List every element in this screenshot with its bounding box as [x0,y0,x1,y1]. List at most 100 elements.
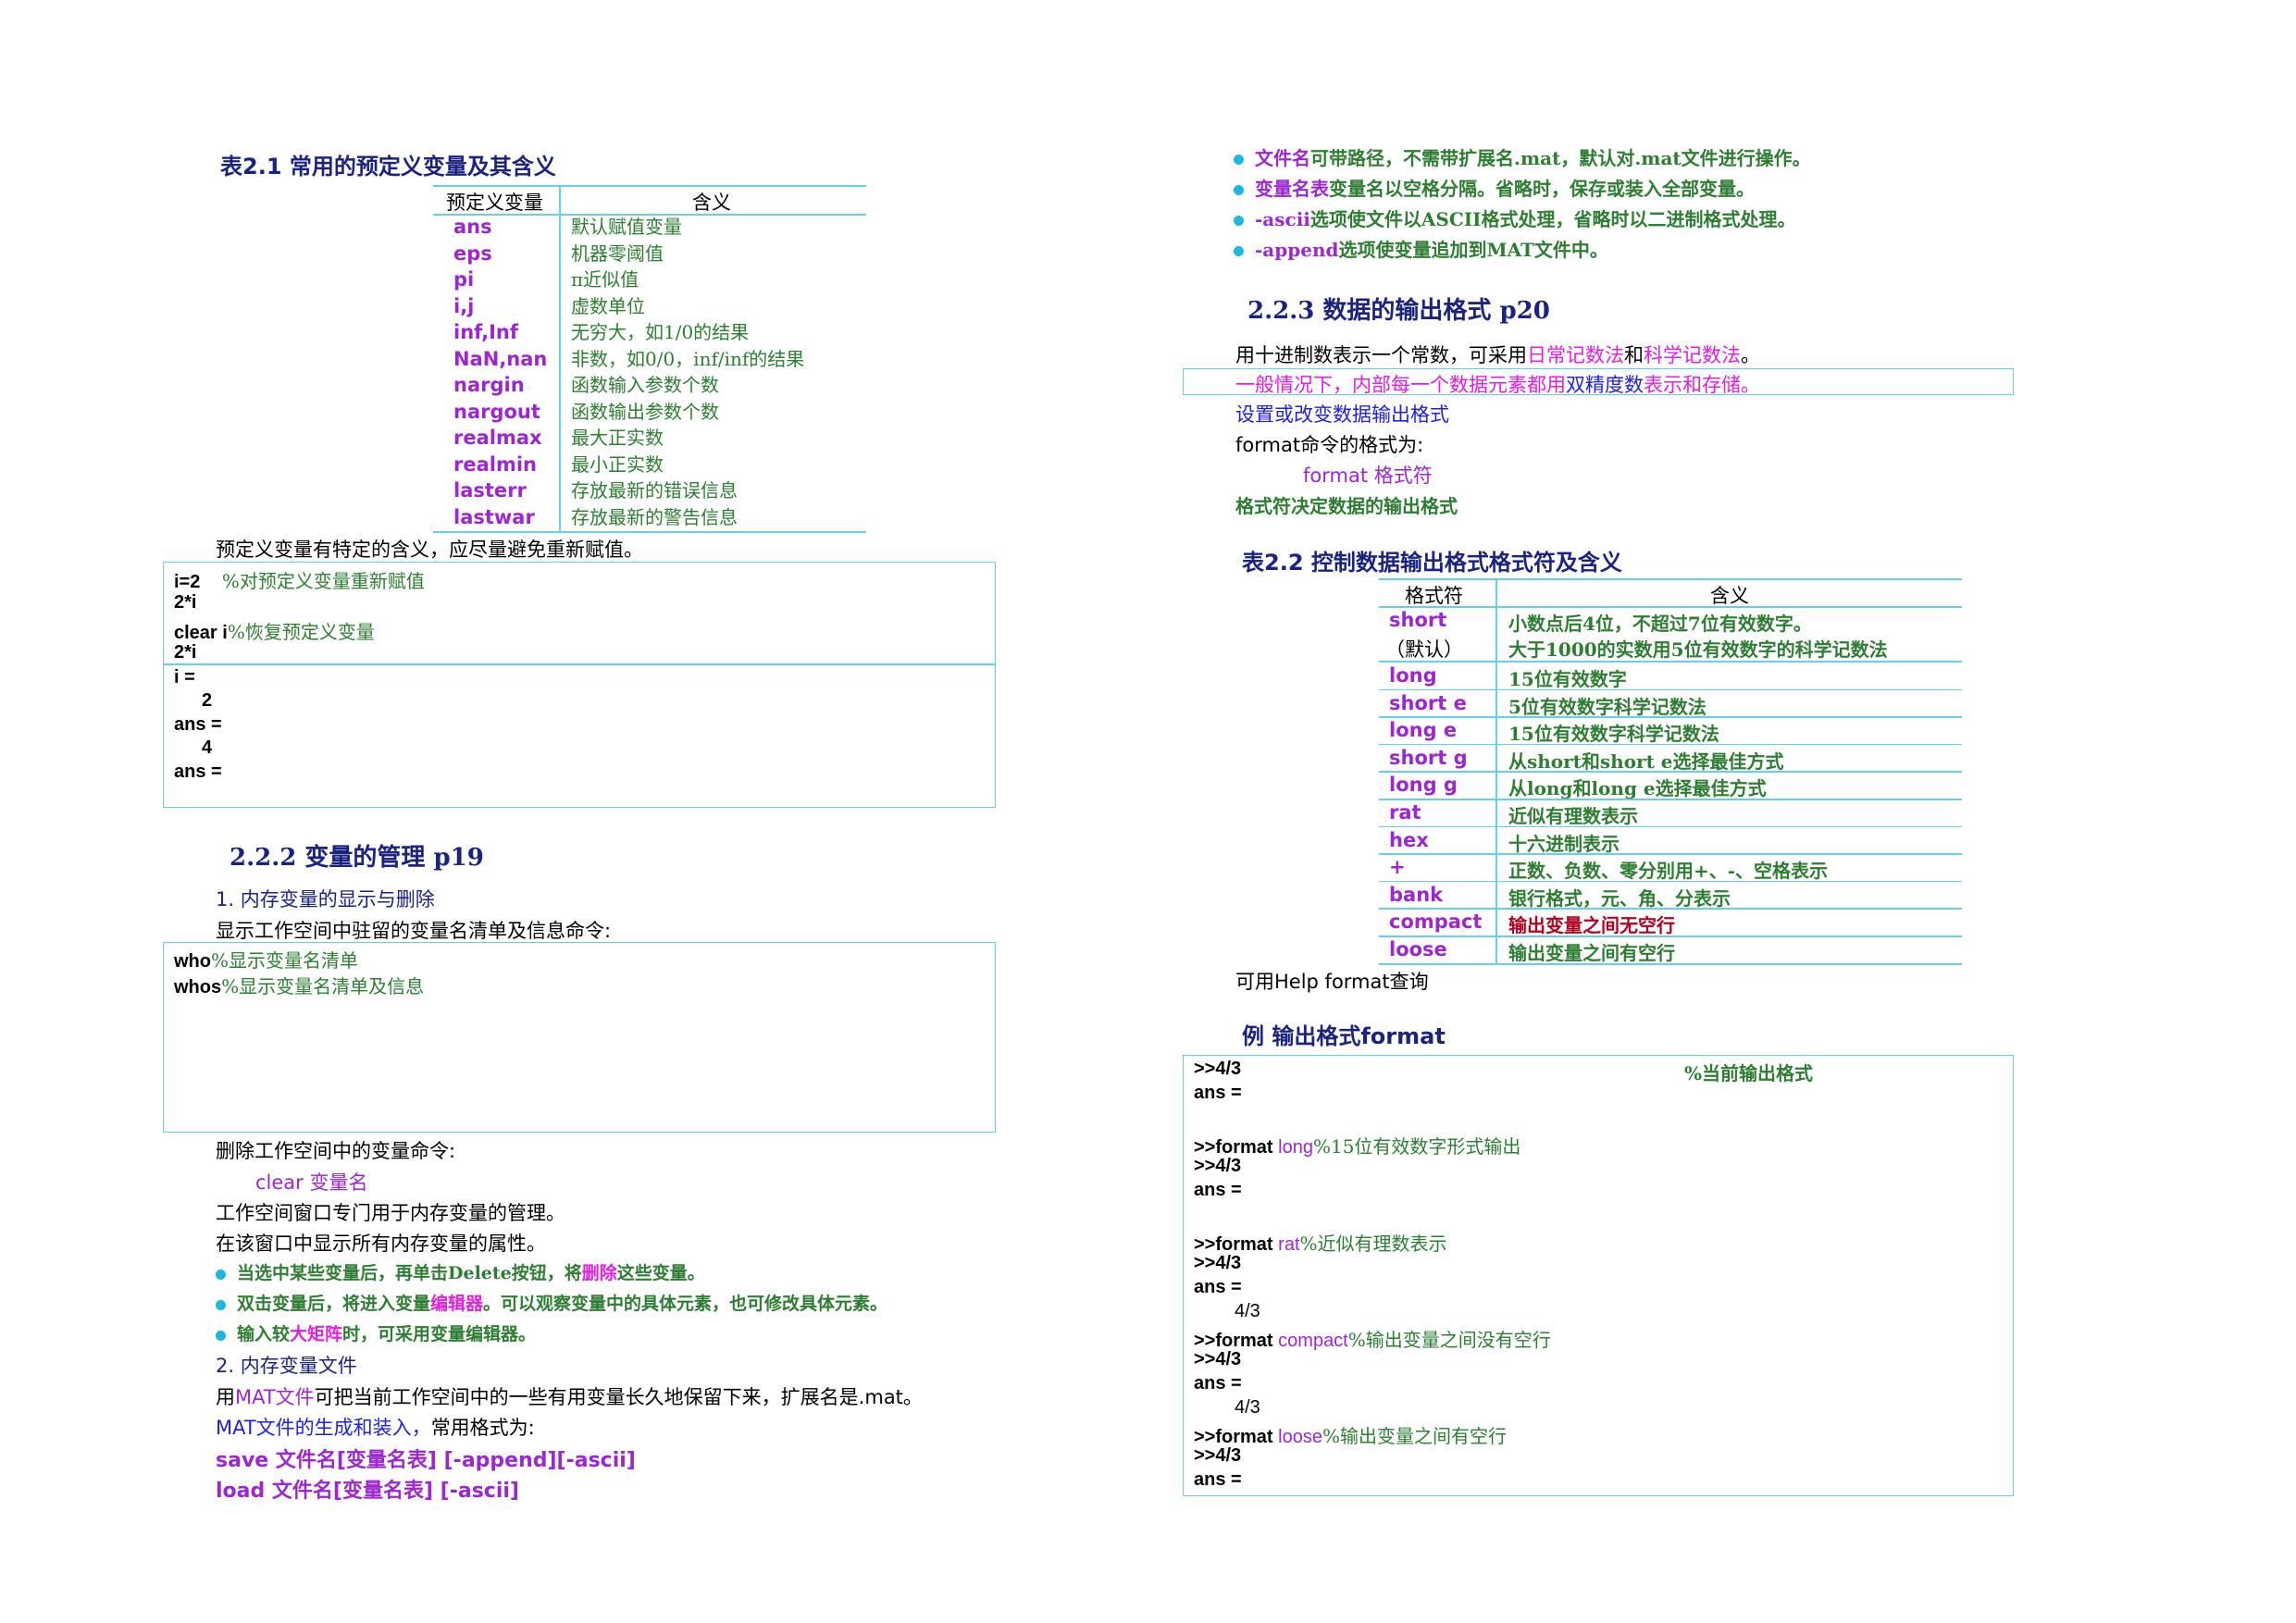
bullet-dot-icon [216,1299,226,1310]
code-line: >>4/3 [1194,1253,1242,1273]
format-key: loose [1389,938,1447,960]
bullet-highlight: 大矩阵 [290,1324,343,1344]
code-text: i=2 [174,572,201,592]
format-key: short g [1389,746,1468,769]
table22-row-rule [1379,743,1962,746]
section-222-heading: 2.2.2 变量的管理 p19 [230,844,484,872]
code-line: clear i%恢复预定义变量 [174,617,375,644]
code-keyword: long [1278,1137,1313,1158]
format-meaning: 小数点后4位，不超过7位有效数字。 [1508,613,1812,635]
code-comment: %恢复预定义变量 [227,621,375,643]
code-comment: %对预定义变量重新赋值 [221,570,425,592]
var-meaning: 虚数单位 [571,294,645,317]
section-223-heading: 2.2.3 数据的输出格式 p20 [1247,297,1550,325]
bullet-highlight: 删除 [581,1263,617,1283]
var-name: lastwar [453,505,535,528]
code-line: >>4/3 [1194,1059,1242,1079]
section-223-line2: 一般情况下，内部每一个数据元素都用双精度数表示和存储。 [1235,370,1760,398]
var-name: eps [453,242,492,265]
code-line: >>4/3 [1194,1156,1242,1176]
format-meaning: 近似有理数表示 [1508,805,1638,827]
code-line: 4/3 [1235,1397,1260,1418]
output-line: 4 [202,737,213,758]
format-meaning: 输出变量之间无空行 [1508,914,1675,937]
code-line: who%显示变量名清单 [174,946,358,973]
var-meaning: 非数，如0/0，inf/inf的结果 [571,347,805,370]
table22-top-rule [1379,578,1962,580]
var-name: nargout [453,400,540,423]
bullet-highlight: -append [1255,239,1339,261]
table21-col1-header: 预定义变量 [446,192,543,214]
format-key: short [1389,609,1447,631]
table21-meanings: 默认赋值变量 机器零阈值 π近似值 虚数单位 无穷大，如1/0的结果 非数，如0… [571,214,804,530]
var-meaning: 存放最新的错误信息 [571,479,738,502]
var-name: NaN,nan [453,347,548,370]
var-name: ans [453,216,492,238]
section-222-line1: 显示工作空间中驻留的变量名清单及信息命令: [216,920,612,942]
body-highlight: 表示和存储。 [1644,374,1760,396]
section-223-line3: 设置或改变数据输出格式 [1235,403,1449,426]
right-bullet-ascii: -ascii选项使文件以ASCII格式处理，省略时以二进制格式处理。 [1234,204,1796,231]
table22-row-rule [1379,716,1962,718]
table22-title: 表2.2 控制数据输出格式格式符及含义 [1242,550,1622,576]
highlight-box [1183,368,2014,395]
code-text: >>format [1194,1427,1279,1447]
code-comment: %输出变量之间没有空行 [1347,1329,1551,1351]
bullet-highlight: 编辑器 [430,1294,484,1314]
table22-row-rule [1379,661,1962,663]
body-highlight: 双精度数 [1566,374,1644,396]
example-heading: 例 输出格式format [1242,1023,1446,1049]
var-name: lasterr [453,479,527,502]
load-command: load 文件名[变量名表] [-ascii] [216,1480,519,1503]
code-line: i=2 %对预定义变量重新赋值 [174,566,425,593]
bullet-text: 输入较 [237,1324,291,1344]
body-text: 用十进制数表示一个常数，可采用 [1235,344,1527,366]
bullet-text: 。可以观察变量中的具体元素，也可修改具体元素。 [483,1294,888,1314]
format-key: short e [1389,691,1467,714]
code-comment: %当前输出格式 [1684,1062,1814,1084]
code-comment: %15位有效数字形式输出 [1312,1135,1521,1158]
format-key: long e [1389,719,1458,742]
table22-bottom-rule [1379,963,1962,965]
table22-row-rule [1379,853,1962,855]
bullet-text: 可带路径，不需带扩展名.mat，默认对.mat文件进行操作。 [1310,147,1811,169]
var-meaning: π近似值 [571,268,639,291]
code-box-reassign [163,562,996,808]
output-line: 2 [202,690,213,711]
code-text: >>format [1194,1331,1279,1351]
code-box-format-example [1183,1055,2014,1496]
bullet-text: 时，可采用变量编辑器。 [342,1324,537,1344]
code-line: >>format loose%输出变量之间有空行 [1194,1421,1507,1448]
format-key: compact [1389,911,1483,934]
format-key: rat [1389,801,1421,824]
bullet-dot-icon [216,1330,226,1341]
bullet-matrix: 输入较大矩阵时，可采用变量编辑器。 [216,1320,536,1345]
code-box-who [163,942,996,1133]
format-key: bank [1389,883,1444,906]
code-line: >>format long%15位有效数字形式输出 [1194,1132,1520,1158]
format-syntax: format 格式符 [1303,465,1433,487]
code-line: ans = [1194,1469,1242,1490]
var-name: realmax [453,427,542,449]
right-bullet-varlist: 变量名表变量名以空格分隔。省略时，保存或装入全部变量。 [1234,174,1755,201]
code-comment: %输出变量之间有空行 [1322,1425,1507,1447]
var-meaning: 无穷大，如1/0的结果 [571,321,750,343]
code-keyword: loose [1278,1427,1322,1447]
code-line: ans = [1194,1277,1242,1297]
workspace-line: 在该窗口中显示所有内存变量的属性。 [216,1233,546,1255]
body-text: 。 [1741,344,1760,366]
help-format-line: 可用Help format查询 [1235,971,1429,993]
mat-line: 用MAT文件可把当前工作空间中的一些有用变量长久地保留下来，扩展名是.mat。 [216,1382,923,1410]
var-meaning: 最大正实数 [571,427,664,449]
format-meaning: 15位有效数字 [1508,668,1627,690]
code-box-divider [163,663,996,665]
mat-text: 可把当前工作空间中的一些有用变量长久地保留下来，扩展名是.mat。 [314,1386,923,1408]
bullet-text: 双击变量后，将进入变量 [237,1294,431,1314]
table22-row-rule [1379,799,1962,800]
code-comment: %显示变量名清单及信息 [221,975,425,997]
table22-row-rule [1379,825,1962,828]
var-name: pi [453,268,475,291]
bullet-highlight: 变量名表 [1255,178,1329,200]
var-meaning: 函数输出参数个数 [571,400,719,423]
table22-row-rule [1379,688,1962,691]
